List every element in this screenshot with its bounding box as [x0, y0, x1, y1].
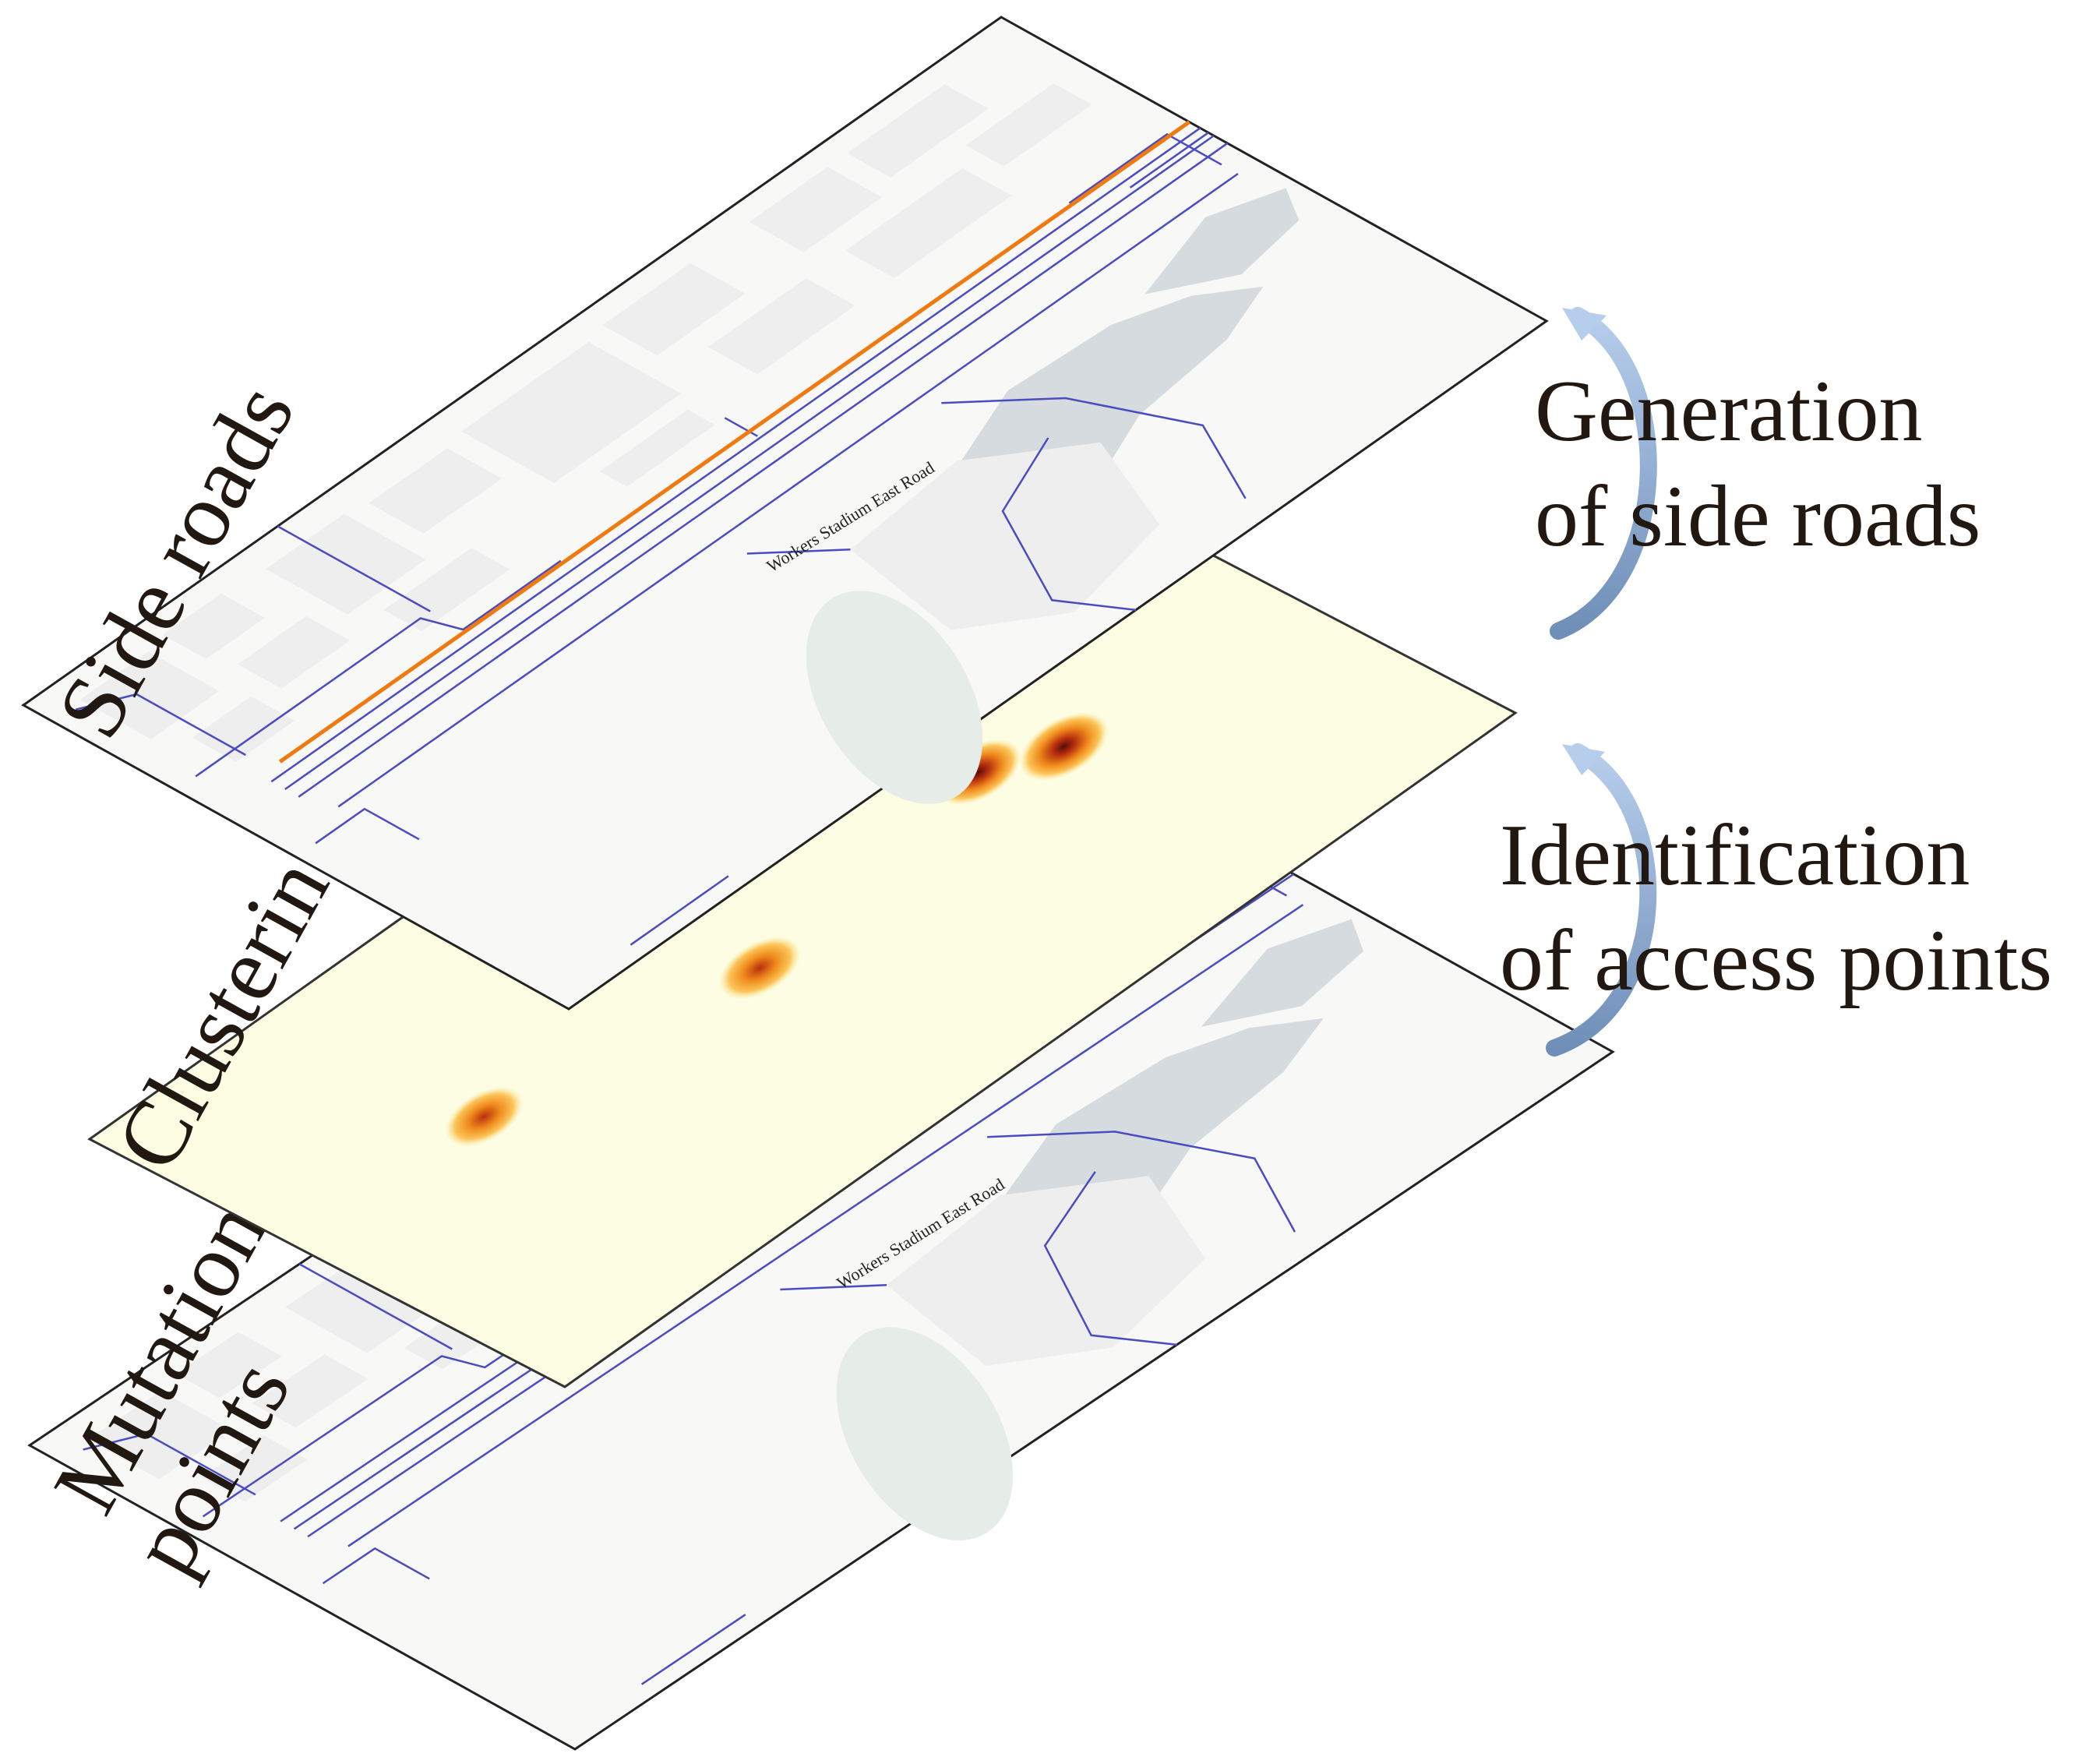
- cluster-blob: [718, 936, 801, 1000]
- building-block: [965, 83, 1092, 167]
- water-area: [1145, 188, 1300, 295]
- building-block: [845, 168, 1012, 278]
- park-area: [806, 591, 983, 804]
- building-block: [369, 448, 502, 534]
- building-block: [383, 548, 510, 632]
- road-line: [1068, 132, 1222, 204]
- stadium-area: [850, 442, 1160, 630]
- road-line: [630, 875, 729, 946]
- road-line: [746, 549, 851, 555]
- building-block: [749, 167, 882, 252]
- building-block: [88, 1391, 232, 1480]
- identification-step: Identification of access points: [1500, 743, 2052, 1057]
- road-line: [270, 127, 1201, 783]
- building-block: [252, 1354, 369, 1428]
- building-block: [847, 84, 989, 178]
- generation-label-line1: Generation: [1535, 363, 1923, 460]
- stadium-area: [887, 1176, 1206, 1366]
- cluster-blob: [445, 1086, 524, 1147]
- identification-label-line2: of access points: [1500, 912, 2052, 1009]
- road-line: [640, 1614, 746, 1685]
- road-line: [75, 693, 246, 757]
- identification-label-line1: Identification: [1500, 807, 1970, 904]
- building-block: [162, 593, 265, 659]
- generation-arrow-head-icon: [1562, 308, 1607, 340]
- water-area: [1201, 919, 1363, 1027]
- building-block: [175, 1332, 282, 1399]
- road-line: [941, 397, 1247, 499]
- road-line: [277, 525, 431, 612]
- road-line: [298, 142, 1229, 798]
- generation-arrow-icon: [1550, 307, 1657, 640]
- building-block: [599, 409, 715, 487]
- road-line: [83, 1432, 256, 1496]
- side-roads-layer: Workers Stadium East Road Side roads: [21, 16, 1549, 1011]
- road-line: [322, 1547, 430, 1585]
- road-line: [1001, 437, 1137, 612]
- building-block: [238, 616, 350, 689]
- side-roads-map: [21, 16, 1549, 1011]
- building-block: [79, 651, 220, 739]
- cluster-heat-blobs: [445, 712, 1109, 1147]
- road-line: [987, 1131, 1296, 1233]
- generated-side-road: [278, 120, 1190, 764]
- road-line: [195, 559, 562, 778]
- cluster-blob: [1019, 712, 1109, 781]
- road-line: [337, 172, 1239, 808]
- road-line: [284, 135, 1215, 791]
- road-line: [1043, 1171, 1177, 1346]
- identification-arrow-head-icon: [1562, 744, 1605, 775]
- road-line: [298, 1263, 453, 1350]
- building-block: [201, 1435, 308, 1502]
- building-block: [602, 263, 746, 356]
- building-block: [708, 278, 855, 375]
- road-line: [724, 417, 758, 437]
- road-line: [315, 807, 420, 845]
- park-area: [836, 1327, 1013, 1541]
- identification-arrow-icon: [1546, 743, 1657, 1057]
- building-block: [461, 341, 682, 483]
- road-line: [1129, 132, 1209, 189]
- road-line: [347, 904, 1304, 1547]
- road-line: [780, 1284, 887, 1291]
- building-block: [192, 696, 295, 762]
- generation-label-line2: of side roads: [1535, 468, 1980, 565]
- generation-step: Generation of side roads: [1535, 307, 1980, 640]
